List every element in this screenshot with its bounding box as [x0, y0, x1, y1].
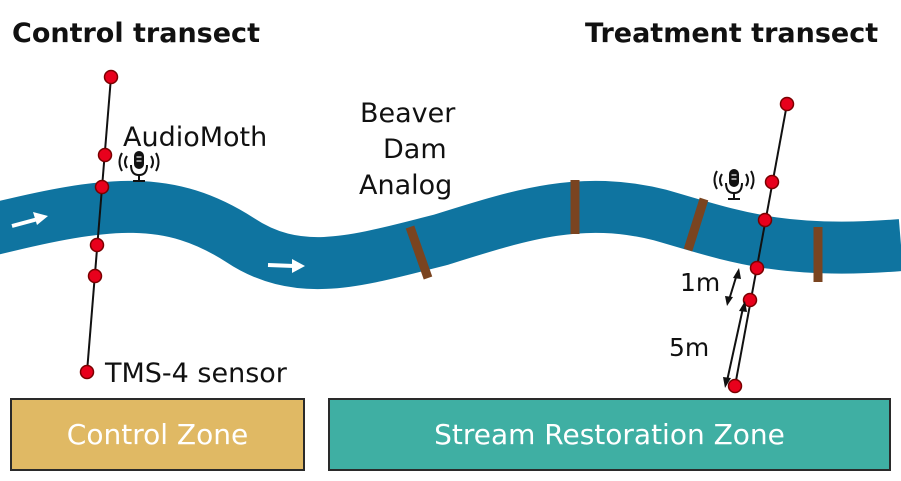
sensor-dot — [94, 179, 110, 195]
sensor-dot — [757, 212, 773, 228]
sensor-dot — [742, 292, 758, 308]
sensor-dot — [89, 237, 105, 253]
sensor-dot — [779, 96, 795, 112]
beaver-dam-analog-label-line2: Dam — [383, 134, 447, 165]
treatment-transect-title: Treatment transect — [585, 18, 879, 49]
sensor-dot — [97, 147, 113, 163]
dam-structure — [405, 225, 433, 280]
spacing-arrow-5m — [723, 301, 747, 388]
audiomoth-label: AudioMoth — [123, 122, 268, 153]
sensor-dot — [103, 69, 119, 85]
microphone-icon — [713, 169, 755, 200]
treatment-transect-line — [734, 103, 788, 387]
flow-arrow-icon — [267, 259, 305, 273]
sensor-dot — [727, 378, 743, 394]
stream — [0, 180, 901, 290]
tms-sensor-label: TMS-4 sensor — [105, 358, 287, 389]
sensor-dot — [87, 268, 103, 284]
sensor-dot — [79, 364, 95, 380]
treatment-transect-sensors — [727, 96, 795, 394]
control-transect-line — [86, 76, 112, 373]
spacing-label-1m: 1m — [680, 268, 721, 297]
sensor-dot — [764, 174, 780, 190]
microphone-icon — [118, 151, 160, 182]
spacing-label-5m: 5m — [669, 333, 710, 362]
spacing-arrow-1m — [725, 268, 741, 306]
beaver-dam-analog-label-line3: Analog — [359, 170, 453, 201]
beaver-dam-analog-label-line1: Beaver — [360, 98, 456, 129]
stream-restoration-zone: Stream Restoration Zone — [328, 398, 891, 471]
control-zone: Control Zone — [10, 398, 305, 471]
control-transect-sensors — [79, 69, 119, 380]
dam-structure — [683, 197, 709, 252]
flow-arrow-icon — [11, 212, 48, 228]
control-transect-title: Control transect — [12, 18, 260, 49]
sensor-dot — [749, 260, 765, 276]
